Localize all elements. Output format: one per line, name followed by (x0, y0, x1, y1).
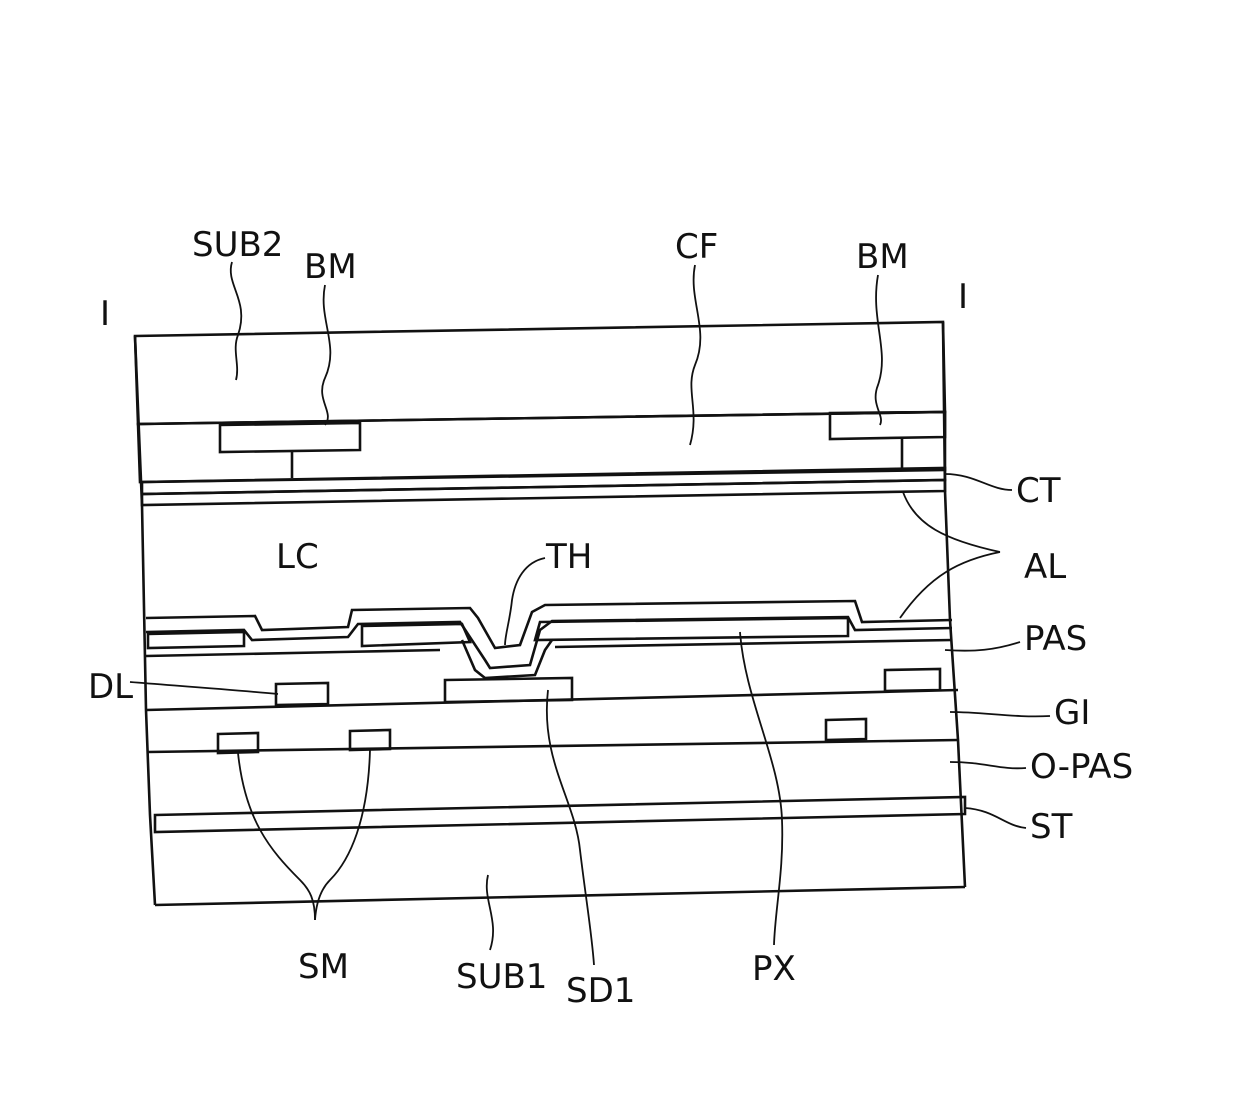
leader-ct (945, 474, 1012, 490)
left-wall (135, 336, 155, 905)
dl-electrode (276, 683, 328, 705)
sm-center-pattern (350, 730, 390, 750)
leader-o-pas (950, 762, 1026, 768)
px-right-segment (535, 618, 848, 640)
label-bm-right: BM (856, 237, 909, 277)
label-cf: CF (675, 227, 718, 267)
pas-left-lower-line-2 (340, 650, 440, 652)
right-electrode-upper (885, 669, 940, 691)
bm-left-pattern (220, 423, 360, 452)
leader-dl (130, 682, 278, 694)
right-electrode-lower (826, 719, 866, 740)
cf-layer (138, 412, 945, 482)
px-center-segment (362, 624, 470, 646)
leader-gi (950, 712, 1050, 716)
leader-sub1 (487, 875, 493, 950)
label-o-pas: O-PAS (1030, 747, 1133, 787)
pas-left-lower-line (146, 652, 340, 656)
leader-cf (690, 265, 700, 445)
leader-sub2 (231, 262, 242, 380)
st-layer (155, 797, 965, 832)
px-left-segment (148, 632, 244, 648)
label-al: AL (1024, 547, 1066, 587)
label-section-left: I (100, 294, 110, 334)
label-lc: LC (276, 537, 319, 577)
leader-al-upper (903, 492, 1000, 552)
label-section-right: I (958, 277, 968, 317)
label-ct: CT (1016, 471, 1061, 511)
leader-sm-left (238, 753, 315, 920)
leader-sd1 (547, 690, 594, 965)
leader-bm-left (322, 285, 330, 425)
sub2-layer (135, 322, 945, 424)
leader-sm-center (315, 750, 370, 920)
leader-st (965, 808, 1026, 828)
label-pas: PAS (1024, 619, 1087, 659)
sub1-bottom (155, 887, 965, 905)
pas-right-lower-line (555, 640, 952, 647)
o-pas-top-line (148, 740, 958, 752)
leader-px (740, 632, 782, 945)
label-dl: DL (88, 667, 133, 707)
label-sub1: SUB1 (456, 957, 547, 997)
label-gi: GI (1054, 693, 1090, 733)
bm-right-pattern (830, 412, 945, 439)
al-upper-layer (142, 480, 945, 505)
sd1-electrode (445, 678, 572, 702)
label-bm-left: BM (304, 247, 357, 287)
label-sm: SM (298, 947, 349, 987)
label-th: TH (545, 537, 592, 577)
label-st: ST (1030, 807, 1073, 847)
label-px: PX (752, 949, 796, 989)
label-sub2: SUB2 (192, 225, 283, 265)
right-wall (943, 322, 965, 887)
label-sd1: SD1 (566, 971, 635, 1011)
leader-bm-right (876, 275, 882, 425)
leader-pas (945, 642, 1020, 651)
